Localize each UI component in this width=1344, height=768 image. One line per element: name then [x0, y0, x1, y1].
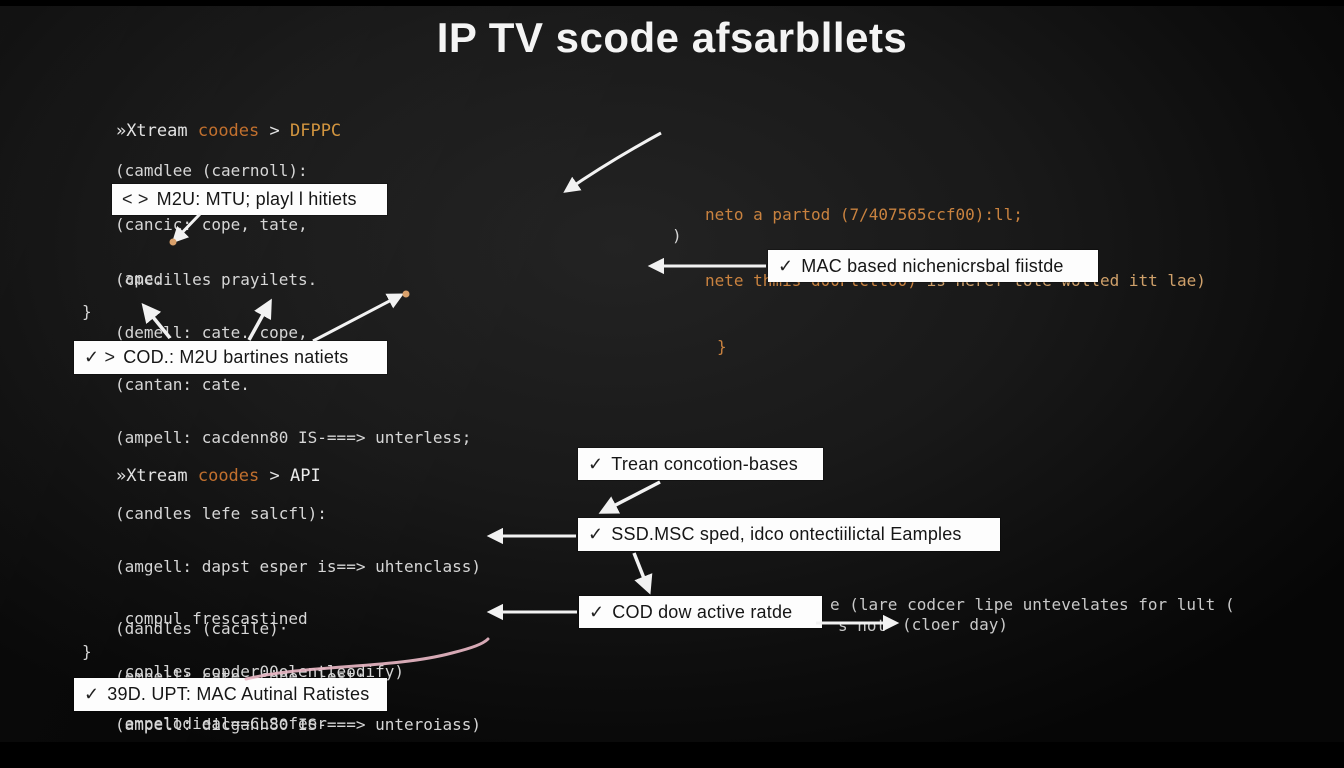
label-cod-text: COD.: M2U bartines natiets — [123, 347, 349, 367]
code-line: (cmedilles prayilets. — [115, 270, 318, 289]
closing-brace: } — [82, 302, 92, 321]
arrow-ssd-to-coddow — [632, 552, 653, 595]
check-icon: ✓ — [588, 524, 604, 544]
label-m2u-text: M2U: MTU; playl l hitiets — [156, 189, 357, 209]
gray-note-line1: e (lare codcer lipe untevelates for lult… — [830, 595, 1235, 614]
closing-brace: } — [717, 337, 727, 356]
code-line: apc. — [115, 269, 164, 288]
section1-header: »Xtream coodes > DFPPC — [75, 101, 341, 161]
code-line: (cancic: cope, tate, — [115, 215, 308, 234]
code-line: empelodieal==CLSofeer — [115, 714, 327, 733]
bottom-letterbox-bar — [0, 742, 1344, 768]
check-icon: ✓ — [778, 255, 794, 276]
label-box-m2u: < > M2U: MTU; playl l hitiets — [112, 184, 387, 215]
code-line: (camdlee (caernoll): — [115, 161, 308, 180]
header-sep: > — [259, 466, 290, 486]
code-line: neto a partod (7/407565ccf00):ll; — [705, 205, 1023, 224]
code-line: (dandles (cacile)· — [115, 619, 289, 638]
label-mac-text: MAC based nichenicrsbal fiistde — [801, 255, 1064, 276]
code-line: (ampell: cacdenn80 IS-===> unterless; — [115, 427, 472, 447]
arrow-top-curve — [563, 131, 662, 193]
code-line: (cantan: cate. — [115, 375, 250, 394]
label-trean-text: Trean concotion-bases — [611, 453, 798, 474]
header-prefix: »Xtream — [115, 466, 198, 486]
code-brackets-icon: < > — [122, 189, 149, 209]
header-target: API — [289, 466, 321, 486]
code-line: (demell: cate. cope, — [115, 322, 308, 342]
section2-code-b: (dandles (cacile)· (empell: cate. cobe, … — [115, 589, 481, 765]
page-title: IP TV scode afsarbllets — [436, 14, 908, 61]
label-box-cod: ✓ > COD.: M2U bartines natiets — [74, 341, 387, 374]
gray-note-frag: s not — [838, 616, 887, 635]
header-target: DFPPC — [289, 121, 342, 141]
section1-code-b: (cmedilles prayilets. (demell: cate. cop… — [115, 236, 471, 481]
arrow-trean-to-ssd — [598, 480, 661, 514]
check-icon: ✓ — [84, 684, 100, 704]
header-prefix: »Xtream — [115, 121, 198, 141]
code-line: (ampell: dicgann80 IS-===> unteroiass) — [115, 715, 482, 734]
code-line: (candles lefe salcfl): — [115, 504, 327, 523]
check-code-icon: ✓ > — [84, 347, 116, 367]
label-cod-dow-text: COD dow active ratde — [612, 601, 793, 622]
closing-paren: ) — [672, 226, 682, 245]
header-codes: coodes — [197, 121, 260, 141]
top-letterbox-bar — [0, 0, 1344, 6]
label-39d-text: 39D. UPT: MAC Autinal Ratistes — [107, 684, 370, 704]
label-box-ssd: ✓ SSD.MSC sped, idco ontectiilictal Eamp… — [578, 518, 1000, 551]
code-line: compul frescastined — [115, 609, 308, 628]
label-box-39d: ✓ 39D. UPT: MAC Autinal Ratistes — [74, 678, 387, 711]
check-icon: ✓ — [588, 453, 604, 474]
code-line: (amgell: dapst esper is==> uhtenclass) — [115, 556, 482, 576]
header-sep: > — [259, 121, 290, 141]
header-codes: coodes — [197, 466, 260, 486]
label-box-cod-dow: ✓ COD dow active ratde — [579, 596, 822, 628]
check-icon: ✓ — [589, 601, 605, 622]
label-box-mac: ✓ MAC based nichenicrsbal fiistde — [768, 250, 1098, 282]
closing-brace: } — [82, 642, 92, 661]
section2-header: »Xtream coodes > API — [75, 446, 321, 506]
label-box-trean: ✓ Trean concotion-bases — [578, 448, 823, 480]
gray-note-line2: (cloer day) — [902, 615, 1008, 634]
label-ssd-text: SSD.MSC sped, idco ontectiilictal Eample… — [611, 524, 962, 544]
